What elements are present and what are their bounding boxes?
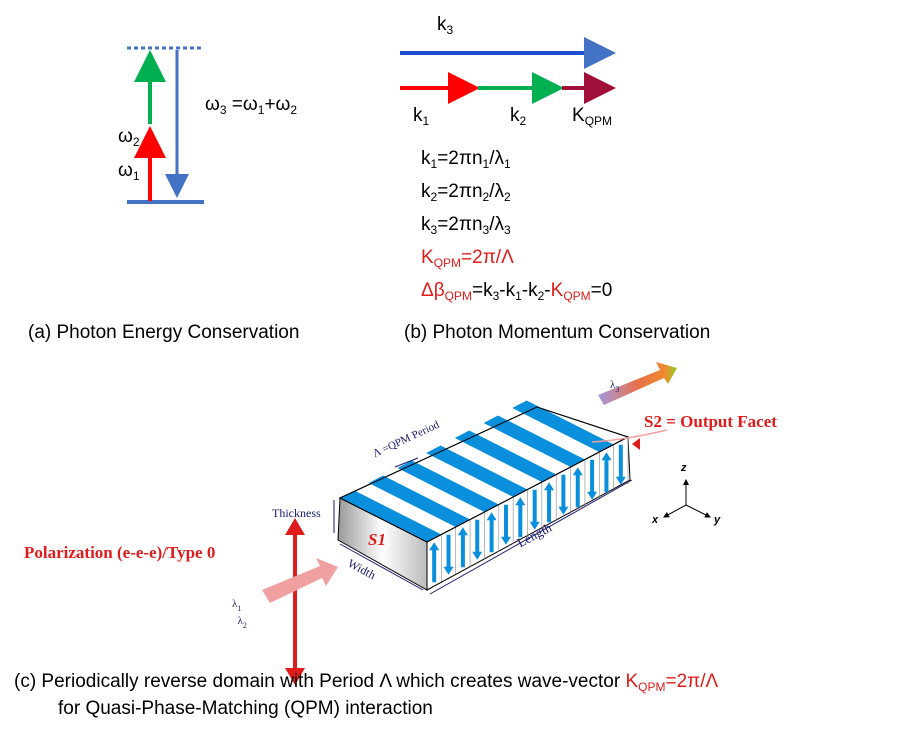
width-dimension [339,543,424,591]
equation-k1: k1=2πn1/λ1 [421,148,511,171]
omega2-label: ω2 [118,126,140,149]
equations: k1=2πn1/λ1 k2=2πn2/λ2 k3=2πn3/λ3 KQPM=2π… [421,145,612,310]
caption-c-line1: (c) Periodically reverse domain with Per… [14,671,719,694]
x-axis-label: x [652,514,659,526]
equation-k2: k2=2πn2/λ2 [421,181,511,204]
s2-pointer [591,429,668,443]
domain-arrows [429,437,629,583]
domain-arrow-down [443,534,454,575]
momentum-vectors [400,37,616,104]
s2-label: S2 = Output Facet [644,412,777,431]
k3-label: k3 [437,14,454,37]
equation-delta-beta: ΔβQPM=k3-k1-k2-KQPM=0 [421,280,613,303]
period-dimension [394,457,419,468]
output-beam [598,362,677,405]
domain-arrow-up [429,542,440,583]
kqpm-label: KQPM [572,105,613,128]
domain-arrow-down [587,459,598,500]
caption-a: (a) Photon Energy Conservation [28,322,300,343]
domain-arrow-down [558,474,569,515]
domain-stripe [454,430,557,482]
polarization-label: Polarization (e-e-e)/Type 0 [24,543,216,562]
k1-label: k1 [413,105,430,128]
domain-arrow-down [472,519,483,560]
y-axis-label: y [714,514,721,526]
equation-k3: k3=2πn3/λ3 [421,214,511,237]
domain-arrow-up [572,467,583,508]
energy-level-diagram [127,46,204,204]
domain-arrow-up [486,512,497,553]
thickness-label: Thickness [272,506,321,520]
omega1-label: ω1 [118,160,140,183]
lambda12-label: λ1 λ2 [232,598,247,630]
domain-stripe [397,460,499,512]
k2-label: k2 [510,105,527,128]
domain-arrow-up [515,497,526,538]
domain-arrow-down [529,489,540,530]
z-axis-label: z [681,462,687,474]
domain-arrow-down [615,444,626,485]
domain-stripe [483,415,585,467]
domain-arrow-up [544,482,555,523]
caption-c-line2: for Quasi-Phase-Matching (QPM) interacti… [58,698,433,719]
omega3-equation: ω3 =ω1+ω2 [205,94,298,117]
domain-arrow-down [500,504,511,545]
domain-arrow-up [457,527,468,568]
axes-icon [663,479,711,518]
caption-b: (b) Photon Momentum Conservation [404,322,711,343]
domain-stripe [426,445,528,497]
equation-kqpm: KQPM=2π/Λ [421,247,514,270]
input-beam [262,558,338,603]
domain-stripe [340,490,442,542]
domain-stripes [340,400,614,542]
domain-arrow-up [601,452,612,493]
lambda3-label: λ3 [610,379,620,394]
length-dimension [429,479,633,595]
s1-label: S1 [368,530,386,549]
crystal [337,400,631,591]
domain-stripe [368,475,471,527]
domain-stripe [512,400,614,452]
